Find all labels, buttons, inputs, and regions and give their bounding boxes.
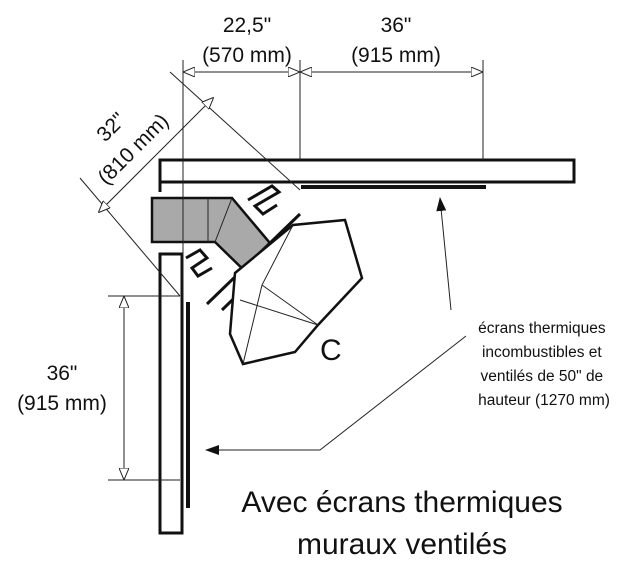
diagonal-extension (79, 177, 181, 297)
top-wall (158, 158, 576, 184)
flue-bend (214, 197, 233, 243)
heat-shield-note: écrans thermiques incombustibles et vent… (478, 320, 610, 409)
leader-arrow-side (205, 335, 467, 455)
leader-arrow-top (436, 197, 452, 311)
stove-label: C (320, 334, 342, 367)
caption-line-1: Avec écrans thermiques (241, 486, 562, 519)
diagonal-extension (169, 71, 301, 191)
stove-edge-right (261, 284, 319, 326)
left-wall (158, 252, 184, 535)
dim-top-left-in: 22,5" (223, 14, 271, 37)
corner-bracket-upper (247, 184, 282, 216)
dim-top-right-in: 36" (381, 14, 412, 37)
stove-front-line (239, 299, 319, 326)
dim-top-right-mm: (915 mm) (351, 44, 441, 67)
dim-top-left-mm: (570 mm) (202, 44, 292, 67)
dim-side-mm: (915 mm) (17, 392, 107, 415)
dim-side-in: 36" (47, 362, 78, 385)
caption-line-2: muraux ventilés (297, 528, 507, 561)
corner-bracket-lower (185, 248, 213, 278)
dimension-line-diagonal (99, 98, 213, 212)
